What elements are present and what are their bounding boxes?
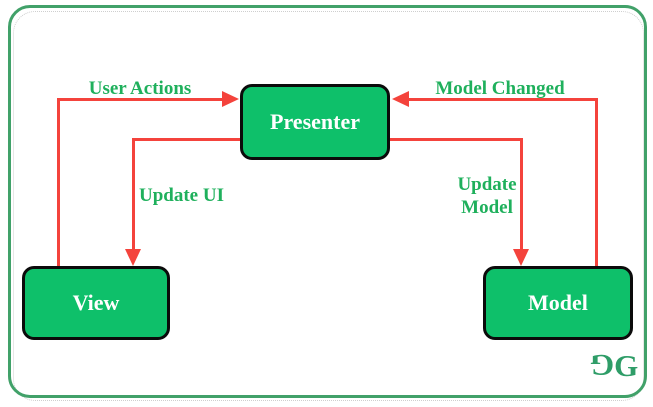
user-actions-line-horizontal	[57, 98, 222, 101]
update-model-label: Update Model	[457, 174, 517, 218]
node-model: Model	[483, 266, 633, 340]
model-changed-arrowhead-icon	[392, 91, 409, 107]
node-presenter-label: Presenter	[270, 109, 360, 134]
update-ui-line-vertical	[132, 138, 135, 249]
update-ui-arrowhead-icon	[125, 249, 141, 266]
update-model-arrowhead-icon	[513, 249, 529, 266]
model-changed-label: Model Changed	[435, 78, 565, 99]
node-view-label: View	[72, 290, 120, 315]
node-view: View	[22, 266, 170, 340]
geeksforgeeks-logo: GG	[593, 348, 638, 383]
logo-g-reversed: G	[593, 348, 615, 383]
user-actions-arrowhead-icon	[222, 91, 239, 107]
update-model-line-vertical	[520, 138, 523, 249]
update-model-line-horizontal	[390, 138, 523, 141]
model-changed-line-vertical	[595, 98, 598, 266]
user-actions-label: User Actions	[88, 78, 192, 99]
logo-g: G	[614, 348, 638, 383]
model-changed-line-horizontal	[409, 98, 598, 101]
diagram-frame	[8, 5, 647, 398]
user-actions-line-vertical	[57, 98, 60, 266]
node-model-label: Model	[528, 290, 588, 315]
frame-dotted-shadow	[13, 11, 644, 401]
update-ui-line-horizontal	[132, 138, 240, 141]
node-presenter: Presenter	[240, 84, 390, 160]
update-ui-label: Update UI	[139, 185, 224, 206]
